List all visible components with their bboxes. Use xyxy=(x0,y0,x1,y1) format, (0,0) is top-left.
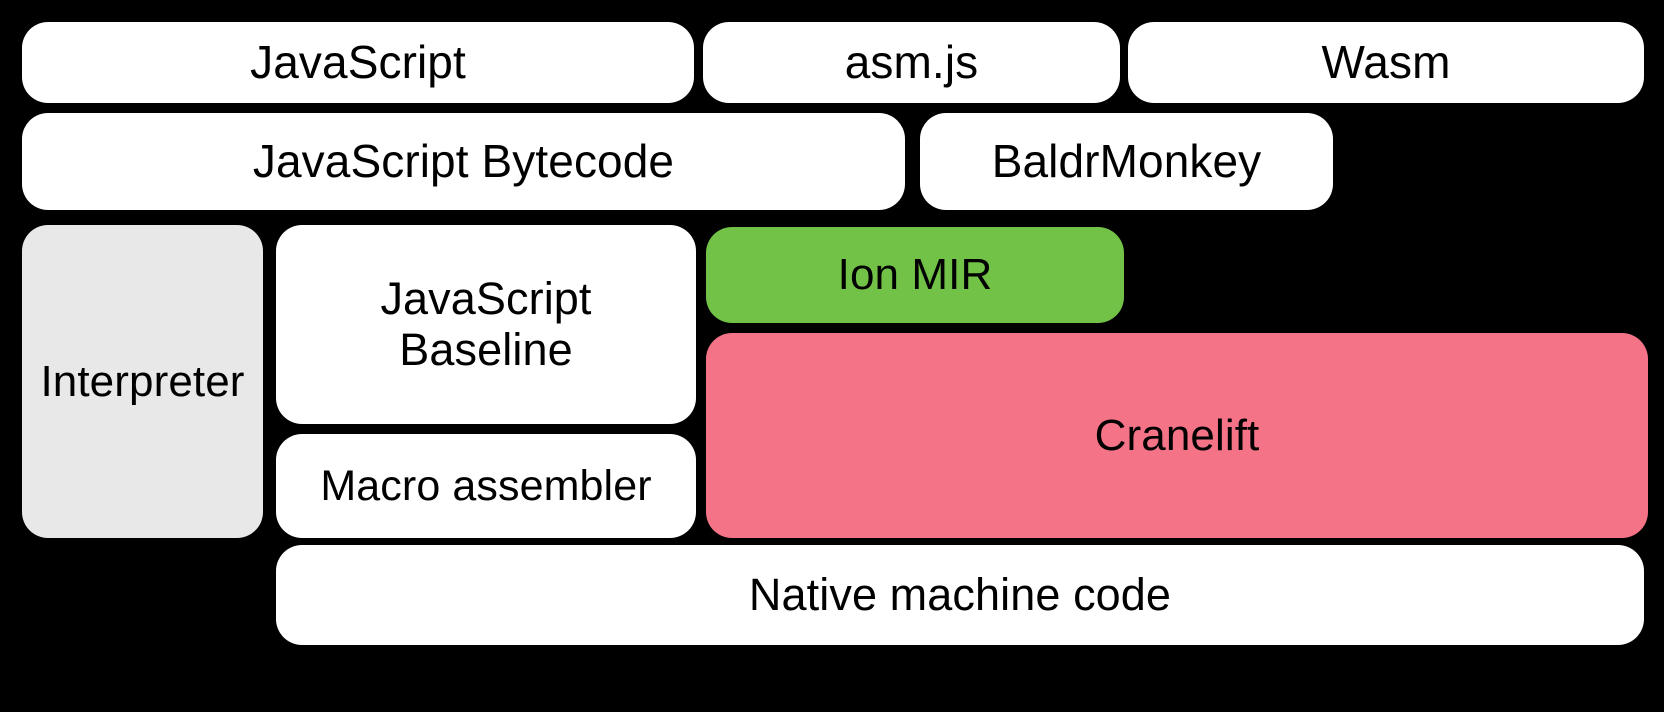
node-wasm: Wasm xyxy=(1128,22,1644,103)
node-label-ion-mir: Ion MIR xyxy=(837,250,993,300)
node-label-baldrmonkey: BaldrMonkey xyxy=(991,134,1262,187)
node-javascript: JavaScript xyxy=(22,22,694,103)
node-ion-mir: Ion MIR xyxy=(706,227,1124,323)
node-macro-assembler: Macro assembler xyxy=(276,434,696,538)
node-asm-js: asm.js xyxy=(703,22,1120,103)
node-javascript-baseline: JavaScript Baseline xyxy=(276,225,696,424)
node-label-macro-assembler: Macro assembler xyxy=(320,461,652,510)
node-label-asm-js: asm.js xyxy=(844,35,979,88)
node-label-native-machine-code: Native machine code xyxy=(748,568,1172,620)
node-native-machine-code: Native machine code xyxy=(276,545,1644,645)
node-interpreter: Interpreter xyxy=(22,225,263,538)
node-label-javascript: JavaScript xyxy=(250,35,466,88)
node-label-interpreter: Interpreter xyxy=(40,356,245,406)
node-label-wasm: Wasm xyxy=(1321,35,1451,88)
node-label-javascript-bytecode: JavaScript Bytecode xyxy=(252,134,675,187)
node-javascript-bytecode: JavaScript Bytecode xyxy=(22,113,905,210)
node-cranelift: Cranelift xyxy=(706,333,1648,538)
node-baldrmonkey: BaldrMonkey xyxy=(920,113,1333,210)
node-label-cranelift: Cranelift xyxy=(1094,410,1260,460)
node-label-javascript-baseline: JavaScript Baseline xyxy=(380,273,592,375)
